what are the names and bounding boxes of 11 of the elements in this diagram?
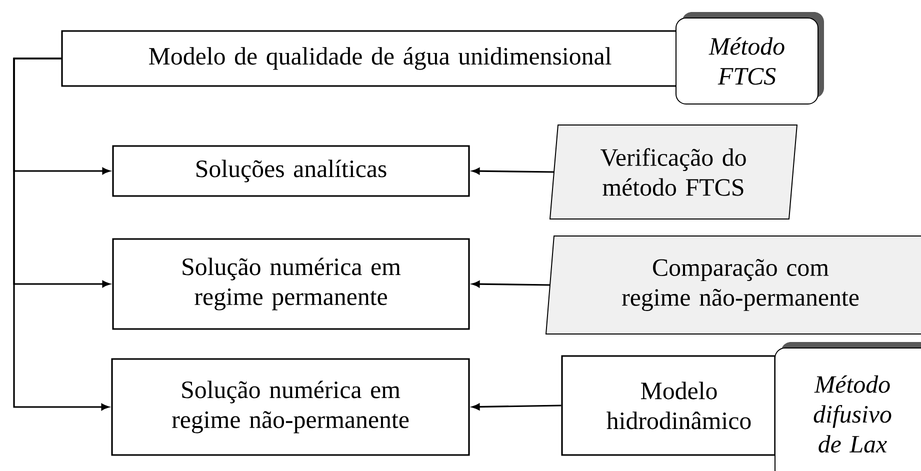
arrow bbox=[472, 168, 554, 174]
process-box: Solução numérica em regime permanente bbox=[112, 238, 470, 330]
method-box: Método FTCS bbox=[676, 12, 824, 104]
process-box: Modelo de qualidade de água unidimensional bbox=[61, 30, 678, 87]
arrow bbox=[472, 280, 550, 288]
process-box: Modelo hidrodinâmico bbox=[561, 355, 776, 456]
arrow bbox=[472, 403, 562, 410]
process-box: Solução numérica em regime não-permanente bbox=[111, 358, 470, 456]
process-box: Soluções analíticas bbox=[112, 145, 470, 197]
method-box: Método difusivo de Lax bbox=[774, 342, 921, 471]
arrow bbox=[13, 58, 109, 410]
